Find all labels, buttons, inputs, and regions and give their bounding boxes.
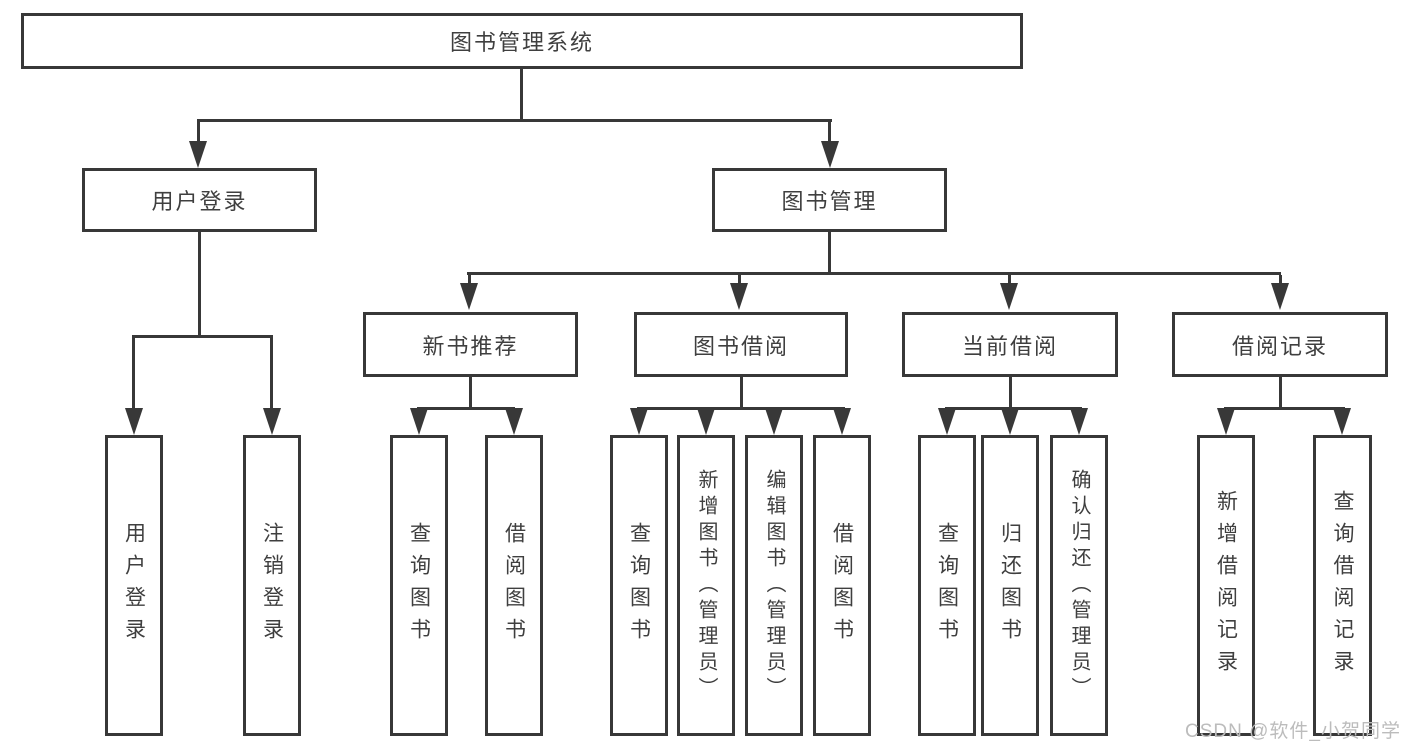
arrow-down-icon (460, 283, 478, 310)
connector-line (1279, 275, 1282, 284)
arrow-down-icon (1333, 408, 1351, 435)
leaf-query-borrow-record: 查询借阅记录 (1313, 435, 1372, 736)
connector-line (1008, 275, 1011, 284)
leaf-label: 查询图书 (407, 521, 431, 650)
arrow-down-icon (1070, 408, 1088, 435)
arrow-down-icon (505, 408, 523, 435)
connector-line (132, 338, 135, 410)
leaf-label: 查询图书 (627, 521, 651, 650)
arrow-down-icon (938, 408, 956, 435)
leaf-label: 查询图书 (935, 521, 959, 650)
node-label: 用户登录 (151, 189, 248, 214)
leaf-query-books-recommend: 查询图书 (390, 435, 448, 736)
connector-line (637, 407, 845, 410)
leaf-logout: 注销登录 (243, 435, 301, 736)
connector-line (738, 275, 741, 284)
node-new-book-recommend: 新书推荐 (363, 312, 578, 377)
connector-line (270, 338, 273, 410)
arrow-down-icon (410, 408, 428, 435)
arrow-down-icon (730, 283, 748, 310)
connector-line (1009, 377, 1012, 410)
connector-line (1279, 377, 1282, 410)
arrow-down-icon (630, 408, 648, 435)
arrow-down-icon (125, 408, 143, 435)
arrow-down-icon (821, 141, 839, 168)
csdn-watermark: CSDN @软件_小贺同学 (1185, 721, 1401, 742)
arrow-down-icon (263, 408, 281, 435)
arrow-down-icon (833, 408, 851, 435)
connector-line (1224, 407, 1345, 410)
connector-line (520, 69, 523, 119)
leaf-label: 注销登录 (260, 521, 284, 650)
node-label: 图书借阅 (692, 333, 789, 359)
connector-line (828, 122, 831, 144)
leaf-label: 用户登录 (122, 521, 146, 650)
arrow-down-icon (697, 408, 715, 435)
node-label: 图书管理 (781, 189, 878, 214)
leaf-label: 确认归还（管理员） (1068, 468, 1090, 703)
connector-line (468, 275, 471, 284)
leaf-confirm-return-admin: 确认归还（管理员） (1050, 435, 1108, 736)
leaf-borrow-books-recommend: 借阅图书 (485, 435, 543, 736)
arrow-down-icon (1000, 283, 1018, 310)
leaf-edit-books-admin: 编辑图书（管理员） (745, 435, 803, 736)
node-library-system: 图书管理系统 (21, 13, 1023, 69)
leaf-user-login: 用户登录 (105, 435, 163, 736)
connector-line (197, 119, 832, 122)
node-borrow-records: 借阅记录 (1172, 312, 1388, 377)
leaf-label: 新增借阅记录 (1214, 489, 1238, 682)
node-label: 新书推荐 (422, 333, 519, 359)
leaf-query-books-borrow: 查询图书 (610, 435, 668, 736)
leaf-label: 新增图书（管理员） (695, 468, 717, 703)
connector-line (198, 232, 201, 338)
node-label: 当前借阅 (961, 333, 1058, 359)
connector-line (828, 232, 831, 275)
arrow-down-icon (765, 408, 783, 435)
node-book-borrow: 图书借阅 (634, 312, 848, 377)
leaf-label: 查询借阅记录 (1331, 489, 1354, 682)
leaf-label: 借阅图书 (830, 521, 854, 650)
node-current-borrow: 当前借阅 (902, 312, 1118, 377)
leaf-add-books-admin: 新增图书（管理员） (677, 435, 735, 736)
leaf-add-borrow-record: 新增借阅记录 (1197, 435, 1255, 736)
connector-line (469, 377, 472, 410)
arrow-down-icon (1217, 408, 1235, 435)
node-label: 借阅记录 (1231, 333, 1328, 359)
connector-line (197, 122, 200, 144)
node-label: 图书管理系统 (449, 30, 594, 55)
arrow-down-icon (1271, 283, 1289, 310)
leaf-label: 编辑图书（管理员） (763, 468, 785, 703)
connector-line (132, 335, 273, 338)
leaf-label: 归还图书 (998, 521, 1022, 650)
connector-line (740, 377, 743, 410)
leaf-query-books-current: 查询图书 (918, 435, 976, 736)
leaf-borrow-books: 借阅图书 (813, 435, 871, 736)
arrow-down-icon (189, 141, 207, 168)
leaf-label: 借阅图书 (502, 521, 526, 650)
leaf-return-books: 归还图书 (981, 435, 1039, 736)
connector-line (417, 407, 515, 410)
connector-line (467, 272, 1281, 275)
arrow-down-icon (1001, 408, 1019, 435)
node-book-management: 图书管理 (712, 168, 947, 232)
node-user-login: 用户登录 (82, 168, 317, 232)
